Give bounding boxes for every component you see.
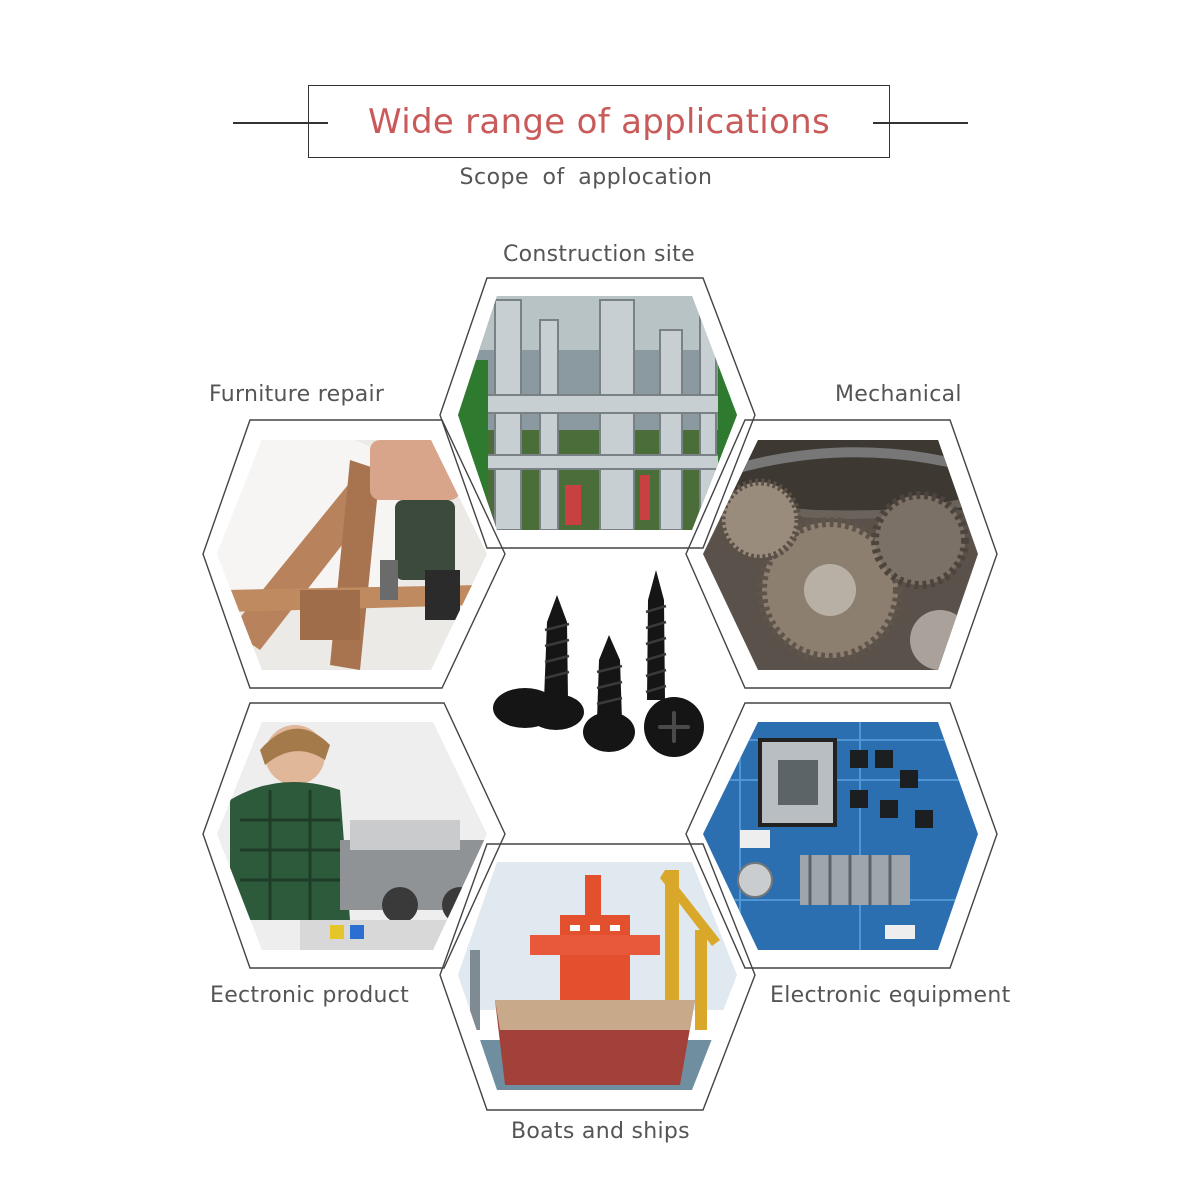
industrial-pipes-photo (458, 296, 737, 530)
page-title: Wide range of applications (368, 101, 830, 142)
title-rule-right (873, 122, 968, 124)
motherboard-photo (703, 722, 978, 950)
page-subtitle: Scope of applocation (459, 165, 713, 190)
gears-photo (703, 440, 978, 670)
robot-kit-photo (217, 722, 487, 950)
label-electronic-equipment: Electronic equipment (770, 983, 1011, 1008)
hex-frame-electronic-equipment (685, 702, 998, 969)
label-boats-and-ships: Boats and ships (511, 1119, 690, 1144)
label-mechanical: Mechanical (835, 382, 962, 407)
label-eectronic-product: Eectronic product (210, 983, 410, 1008)
title-frame: Wide range of applications (308, 85, 890, 158)
label-furniture-repair: Furniture repair (209, 382, 385, 407)
drill-furniture-photo (217, 440, 487, 670)
black-self-tapping-screws (493, 570, 704, 757)
cargo-ship-photo (458, 862, 737, 1090)
hex-frame-mechanical (685, 419, 998, 689)
label-construction-site: Construction site (503, 242, 695, 267)
hex-frame-furniture (202, 419, 506, 689)
hex-frame-eectronic (202, 702, 506, 969)
title-rule-left (233, 122, 328, 124)
hex-frame-boats (439, 843, 756, 1111)
hex-frame-construction (439, 277, 756, 549)
